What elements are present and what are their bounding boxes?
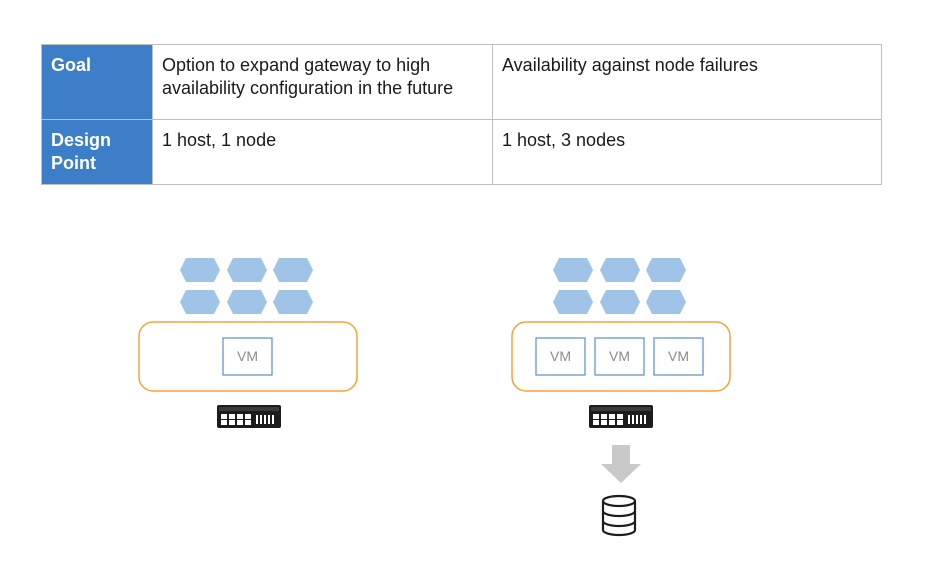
down-arrow-icon (601, 445, 641, 483)
row-header-goal: Goal (41, 44, 153, 120)
table-row-goal: Goal Option to expand gateway to high av… (41, 44, 882, 120)
hexagon-icon (273, 290, 313, 314)
vm-label: VM (550, 348, 571, 364)
vm-box-right-2: VM (594, 337, 645, 376)
three-node-group: VM VM VM (511, 258, 731, 537)
vm-box-left: VM (222, 337, 273, 376)
workload-hexagons-right (553, 258, 686, 314)
hexagon-icon (180, 290, 220, 314)
vm-label: VM (668, 348, 689, 364)
table-row-design-point: Design Point 1 host, 1 node 1 host, 3 no… (41, 119, 882, 185)
network-switch-icon (217, 405, 281, 428)
hexagon-icon (600, 290, 640, 314)
goal-cell-single-node: Option to expand gateway to high availab… (152, 44, 493, 120)
workload-hexagons-left (180, 258, 313, 314)
design-cell-single-node: 1 host, 1 node (152, 119, 493, 185)
hexagon-icon (646, 258, 686, 282)
hexagon-icon (273, 258, 313, 282)
vm-label: VM (237, 348, 258, 364)
hexagon-icon (180, 258, 220, 282)
vm-box-right-3: VM (653, 337, 704, 376)
hexagon-icon (553, 258, 593, 282)
design-cell-three-nodes: 1 host, 3 nodes (492, 119, 882, 185)
row-header-design-point: Design Point (41, 119, 153, 185)
hexagon-icon (553, 290, 593, 314)
comparison-table: Goal Option to expand gateway to high av… (41, 44, 882, 185)
hexagon-icon (227, 290, 267, 314)
hexagon-icon (227, 258, 267, 282)
vm-label: VM (609, 348, 630, 364)
hexagon-icon (600, 258, 640, 282)
single-node-group: VM (138, 258, 358, 428)
vm-box-right-1: VM (535, 337, 586, 376)
network-switch-icon (589, 405, 653, 428)
database-icon (601, 494, 637, 537)
hexagon-icon (646, 290, 686, 314)
